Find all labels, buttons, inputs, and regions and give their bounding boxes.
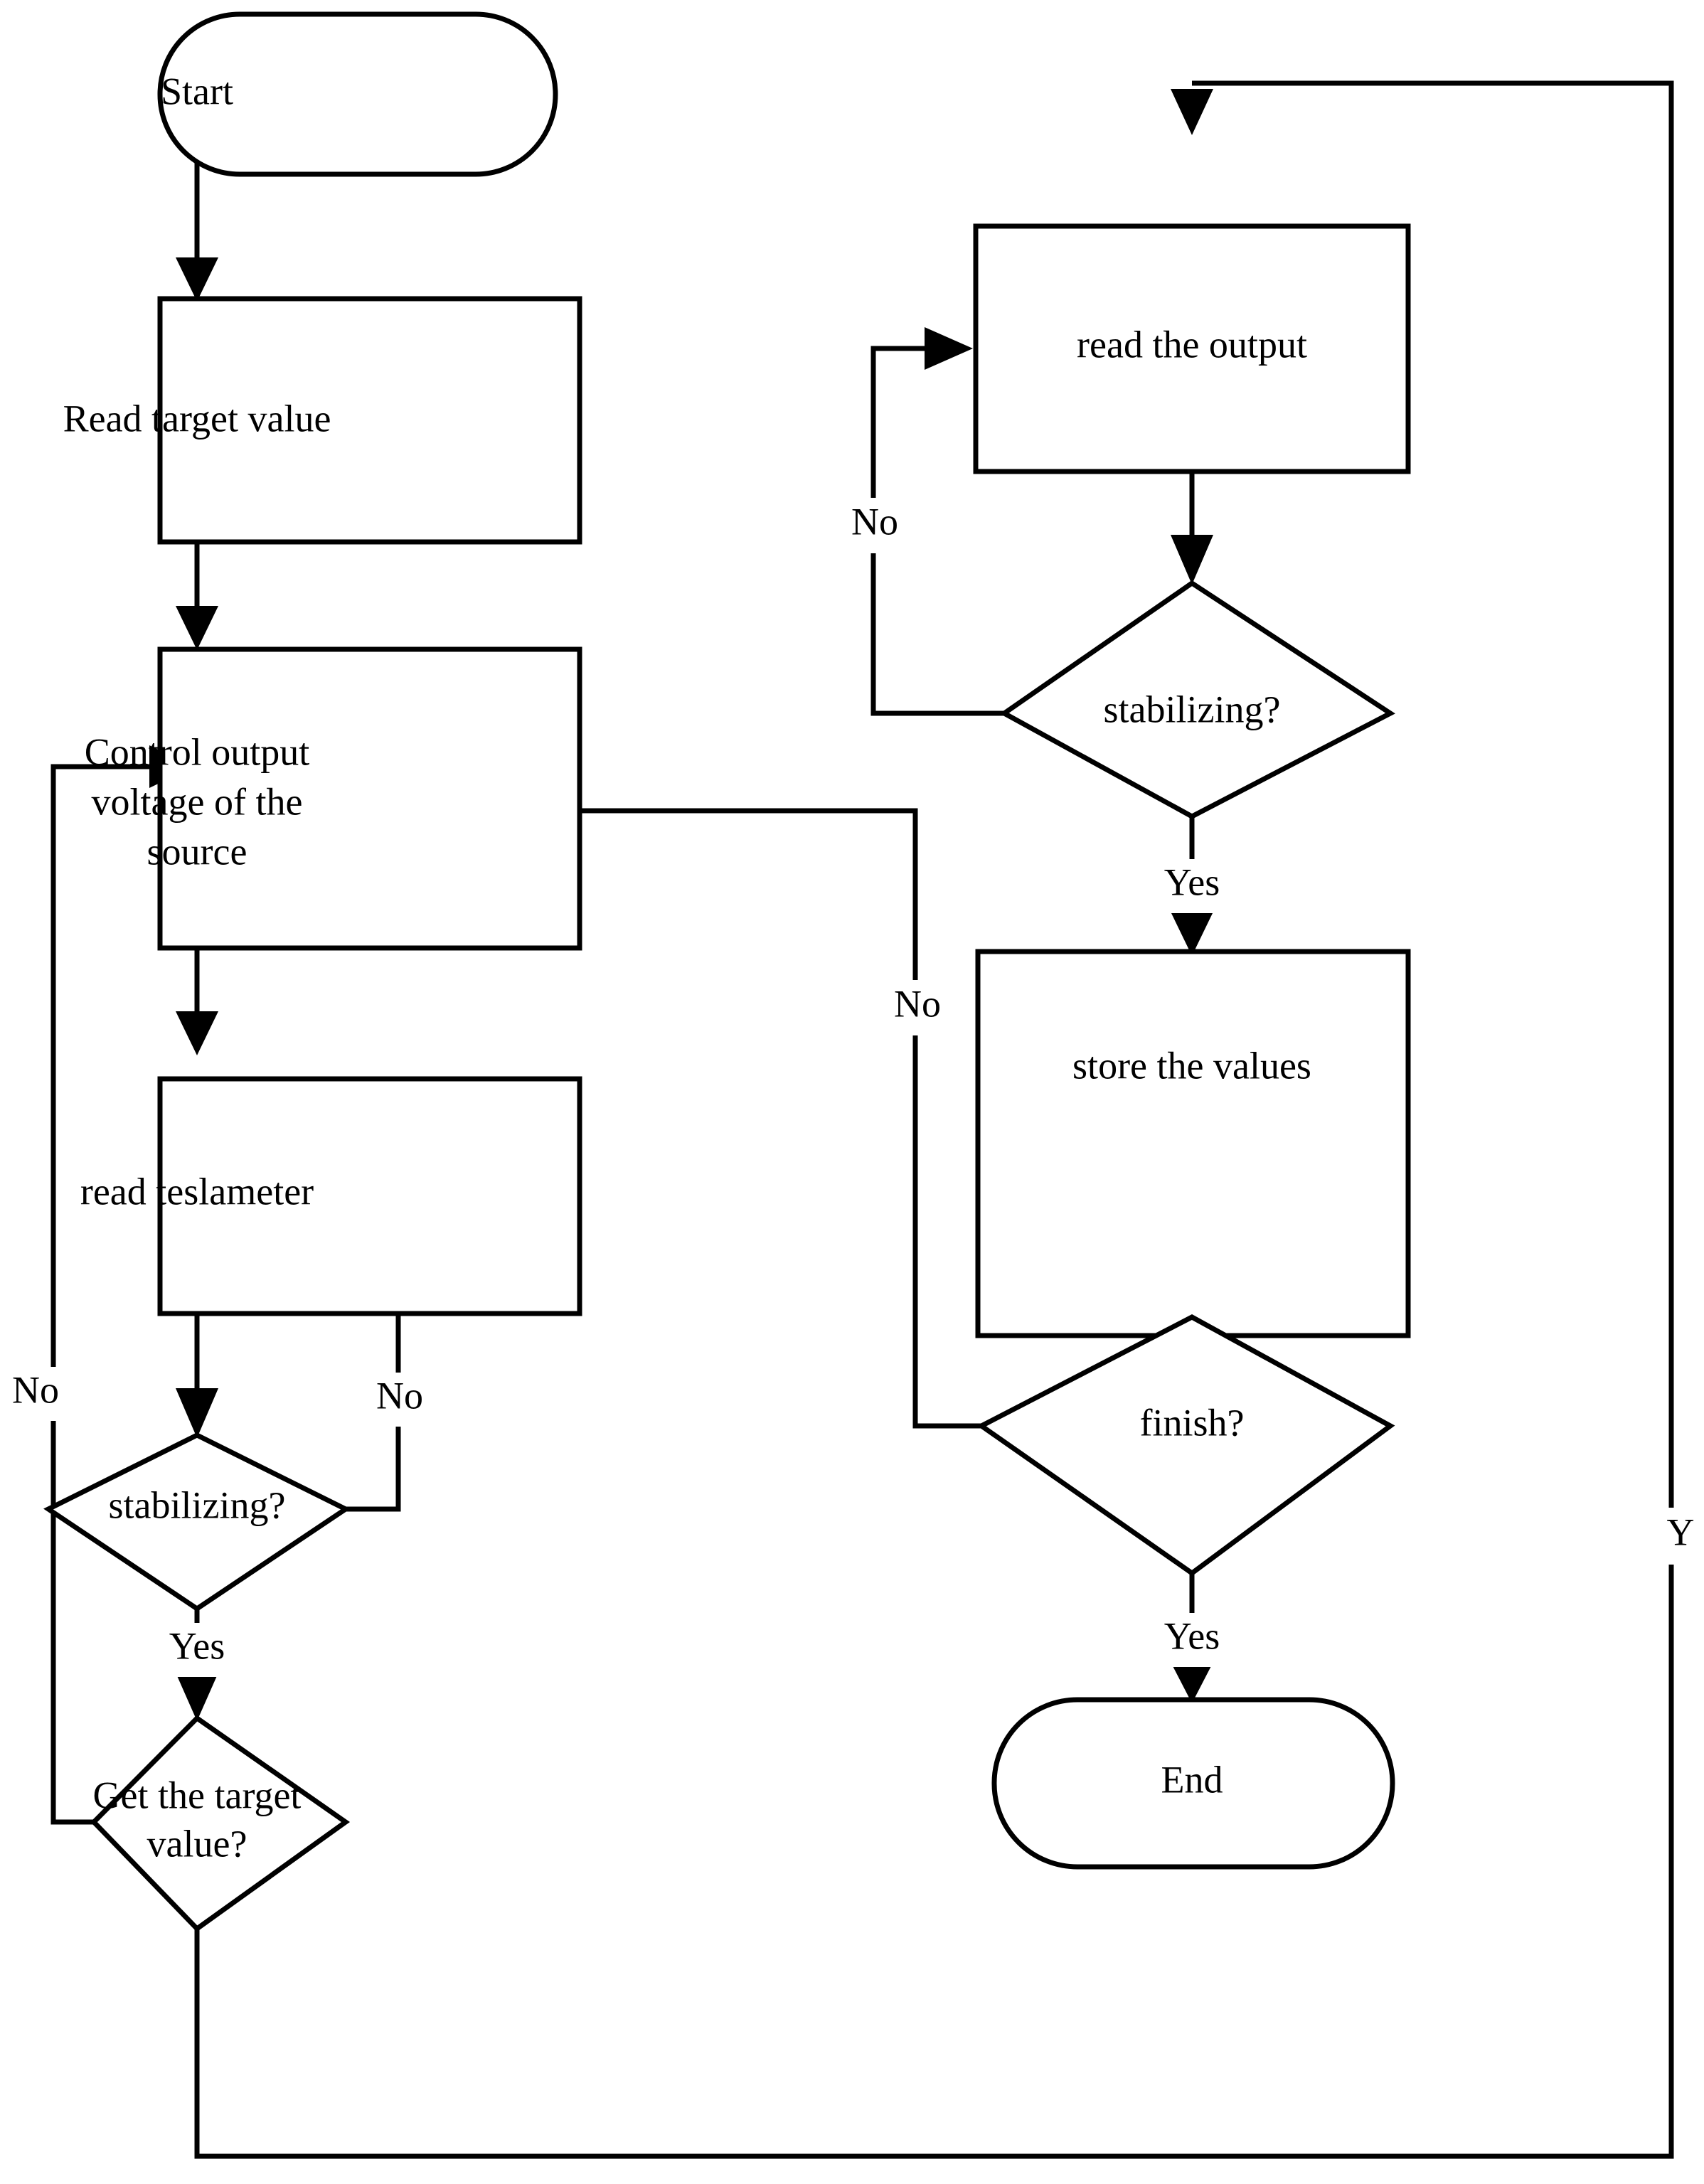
label-bg-stabilizing-right-yes (1135, 859, 1252, 913)
arrowhead-teslameter-to-stabilizing-left (176, 1388, 218, 1438)
node-control-output-line3: source (147, 830, 247, 873)
node-end-label: End (1161, 1758, 1223, 1801)
node-read-teslameter-label: read teslameter (80, 1170, 314, 1213)
node-get-target-value[interactable] (90, 1715, 351, 1932)
node-stabilizing-right-label: stabilizing? (1104, 688, 1281, 730)
node-store-values[interactable] (975, 949, 1411, 1338)
arrowhead-start-to-read-target (176, 257, 218, 302)
arrowhead-read-output-to-stabilizing-right (1171, 535, 1213, 585)
edge-label-stabilizing-right-no: No (851, 500, 898, 543)
node-control-output-line1: Control output (85, 730, 310, 773)
node-stabilizing-left-label: stabilizing? (109, 1483, 286, 1526)
connector-get-target-no-loop (50, 764, 149, 1825)
label-bg-stabilizing-left-no (373, 1373, 426, 1427)
connector-get-target-yes-to-read-output (194, 80, 1674, 2159)
arrowhead-control-to-teslameter (176, 1011, 218, 1055)
node-read-target-value-label: Read target value (63, 397, 331, 440)
edge-label-get-target-yes: Y (1667, 1511, 1695, 1553)
node-start[interactable] (157, 11, 558, 177)
node-store-values-label: store the values (1072, 1044, 1311, 1087)
label-bg-stabilizing-left-yes (139, 1623, 255, 1677)
label-bg-get-target-no (9, 1367, 74, 1421)
label-bg-stabilizing-right-no (845, 498, 910, 553)
arrowhead-finish-yes-to-end (1171, 1662, 1213, 1703)
edge-label-stabilizing-left-yes: Yes (169, 1624, 225, 1667)
arrowhead-stabilizing-right-yes (1171, 912, 1213, 956)
node-read-teslameter[interactable] (157, 1076, 582, 1316)
edge-label-finish-yes: Yes (1164, 1614, 1220, 1657)
edge-label-stabilizing-left-no: No (376, 1374, 423, 1417)
node-control-output[interactable] (157, 646, 582, 951)
arrowhead-read-target-to-control (176, 606, 218, 650)
node-control-output-line2: voltage of the (92, 780, 303, 823)
node-get-target-value-line2: value? (147, 1822, 247, 1865)
node-end[interactable] (991, 1697, 1395, 1870)
arrowhead-get-target-yes-to-read-output (1171, 89, 1213, 135)
node-start-label: Start (161, 70, 233, 112)
node-get-target-value-line1: Get the target (93, 1774, 302, 1816)
node-finish[interactable] (976, 1314, 1395, 1577)
edge-label-get-target-no: No (12, 1368, 59, 1411)
node-stabilizing-right[interactable] (999, 580, 1395, 819)
edge-label-stabilizing-right-yes: Yes (1164, 861, 1220, 903)
label-bg-finish-yes (1135, 1613, 1252, 1667)
edge-label-control-no: No (894, 982, 941, 1025)
arrowhead-stabilizing-right-no-loop (925, 327, 973, 370)
node-read-output-label: read the output (1077, 323, 1307, 366)
arrowhead-stabilizing-left-yes (176, 1673, 218, 1721)
node-read-target-value[interactable] (157, 296, 582, 545)
node-finish-label: finish? (1140, 1401, 1245, 1444)
node-read-output[interactable] (973, 223, 1411, 474)
connector-control-no-to-finish (302, 808, 981, 1429)
label-bg-get-target-yes (1654, 1508, 1704, 1565)
label-bg-control-no (888, 980, 953, 1035)
node-stabilizing-left[interactable] (43, 1432, 351, 1612)
